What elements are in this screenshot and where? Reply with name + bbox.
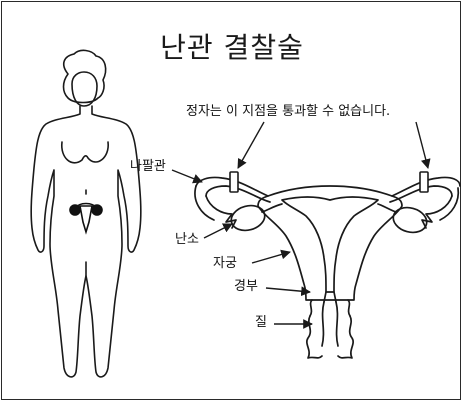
- chest: [62, 142, 108, 163]
- vagina-shape: [307, 316, 353, 358]
- left-ovary: [228, 202, 267, 234]
- reproductive-anatomy: [195, 177, 460, 358]
- hair: [64, 50, 106, 102]
- ligation-clip-icon: [230, 172, 428, 192]
- arrow-cervix: [266, 288, 310, 292]
- uterus-cavity: [282, 197, 378, 292]
- uterus-outer: [258, 186, 402, 300]
- arrow-fallopian-tube: [172, 170, 202, 182]
- leader-arrows: [172, 122, 428, 324]
- arrow-to-right-clip: [416, 122, 428, 168]
- face: [72, 72, 97, 106]
- body-reproductive-icon: [70, 204, 102, 233]
- arrow-ovary: [204, 224, 232, 238]
- body-outline: [31, 106, 141, 377]
- arrow-uterus: [252, 252, 290, 263]
- cervix-shape: [310, 300, 350, 316]
- arrow-to-left-clip: [238, 122, 264, 168]
